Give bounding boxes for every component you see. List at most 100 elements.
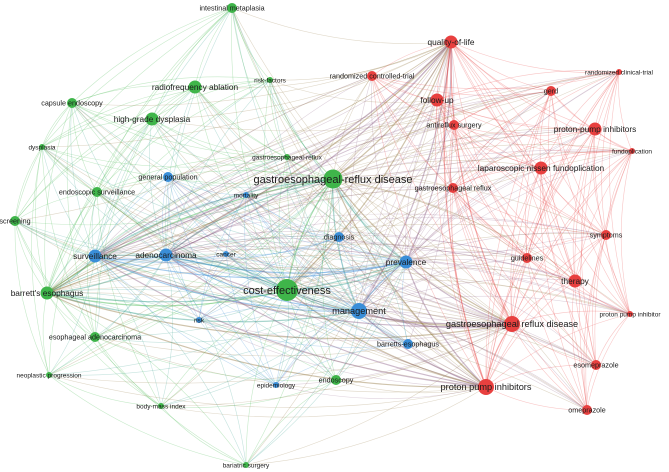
node-adenocarcinoma[interactable] xyxy=(159,248,173,262)
node-symptoms[interactable] xyxy=(601,230,611,240)
node-endoscopic-surveillance[interactable] xyxy=(92,187,102,197)
edge-general-population-barretts-esophagus xyxy=(46,176,169,294)
edge-esophageal-adenocarcinoma-gastroesophageal-reflux-disease xyxy=(94,178,334,338)
edge-risk-factors-high-grade-dysplasia xyxy=(151,79,271,120)
node-fundoplication[interactable] xyxy=(629,148,635,154)
node-cancer[interactable] xyxy=(223,251,229,257)
node-guidelines[interactable] xyxy=(522,253,532,263)
node-gastroesophageal-reflux-disease[interactable] xyxy=(323,169,343,189)
edge-gastroesophageal-reflux-green-surveillance xyxy=(94,156,288,257)
edge-radiofrequency-ablation-surveillance xyxy=(94,86,196,257)
node-gerd[interactable] xyxy=(546,86,556,96)
node-screening[interactable] xyxy=(10,216,20,226)
edge-screening-esophageal-adenocarcinoma xyxy=(14,220,96,338)
node-intestinal-metaplasia[interactable] xyxy=(227,3,237,13)
node-label-endoscopy: endoscopy xyxy=(319,376,354,385)
edge-prevalence-barretts-esophagus-blue xyxy=(401,261,409,345)
edge-intestinal-metaplasia-prevalence xyxy=(231,7,407,263)
edge-cancer-epidemiology xyxy=(225,253,277,386)
edge-radiofrequency-ablation-gastroesophageal-reflux-disease-red xyxy=(194,86,513,325)
node-label-risk-factors: risk-factors xyxy=(254,77,287,84)
node-management[interactable] xyxy=(351,303,367,319)
edge-guidelines-barretts-esophagus xyxy=(46,243,528,294)
node-mortality[interactable] xyxy=(243,192,249,198)
node-gastroesophageal-reflux-green[interactable] xyxy=(284,154,290,160)
edge-randomized-clinical-trial-gastroesophageal-reflux-disease-red xyxy=(511,71,620,325)
node-antireflux-surgery[interactable] xyxy=(449,120,459,130)
edge-endoscopic-surveillance-screening xyxy=(14,191,98,222)
node-surveillance[interactable] xyxy=(88,249,102,263)
node-esomeprazole[interactable] xyxy=(591,360,601,370)
node-esophageal-adenocarcinoma[interactable] xyxy=(90,332,100,342)
edge-gastroesophageal-reflux-red-adenocarcinoma xyxy=(165,187,454,256)
node-randomized-clinical-trial[interactable] xyxy=(616,69,622,75)
node-prevalence[interactable] xyxy=(399,255,413,269)
node-cost-effectiveness[interactable] xyxy=(276,279,298,301)
edge-cancer-prevalence xyxy=(225,253,407,270)
edge-prevalence-epidemiology xyxy=(275,261,407,386)
node-gastroesophageal-reflux-red[interactable] xyxy=(448,183,458,193)
node-high-grade-dysplasia[interactable] xyxy=(145,112,159,126)
edge-radiofrequency-ablation-proton-pump-inhibitors xyxy=(194,86,487,388)
node-body-mass-index[interactable] xyxy=(158,403,164,409)
edge-gerd-gastroesophageal-reflux-red xyxy=(452,90,552,189)
edge-proton-pump-inhibitors-top-gastroesophageal-reflux-disease-red xyxy=(511,128,596,325)
edge-barretts-esophagus-adenocarcinoma xyxy=(46,254,167,294)
node-endoscopy[interactable] xyxy=(331,375,341,385)
node-barretts-esophagus-blue[interactable] xyxy=(403,339,413,349)
edge-randomized-controlled-trial-cost-effectiveness xyxy=(286,75,373,291)
edge-barretts-esophagus-body-mass-index xyxy=(46,292,162,407)
node-laparoscopic-nissen-fundoplication[interactable] xyxy=(534,161,548,175)
node-proton-pump-inhibitors-top[interactable] xyxy=(588,122,602,136)
edge-randomized-controlled-trial-barretts-esophagus xyxy=(46,75,373,294)
node-risk[interactable] xyxy=(196,317,202,323)
node-epidemiology[interactable] xyxy=(273,382,279,388)
node-proton-pump-inhibitor[interactable] xyxy=(627,311,633,317)
node-radiofrequency-ablation[interactable] xyxy=(188,80,202,94)
node-therapy[interactable] xyxy=(568,274,582,288)
node-diagnosis[interactable] xyxy=(334,232,344,242)
edge-gastroesophageal-reflux-red-surveillance xyxy=(94,186,454,257)
node-label-epidemiology: epidemiology xyxy=(257,382,296,389)
node-follow-up[interactable] xyxy=(430,93,444,107)
edge-diagnosis-prevalence xyxy=(338,236,407,263)
edge-therapy-proton-pump-inhibitors xyxy=(485,280,576,388)
edge-cost-effectiveness-neoplastic-progression xyxy=(48,289,288,376)
edge-bariatric-surgery-gastroesophageal-reflux-disease xyxy=(245,178,334,466)
edge-diagnosis-risk xyxy=(198,236,340,321)
edge-cancer-proton-pump-inhibitors xyxy=(225,253,487,388)
edge-general-population-gastroesophageal-reflux-disease-red xyxy=(167,176,513,325)
edge-general-population-diagnosis xyxy=(167,176,340,238)
node-capsule-endoscopy[interactable] xyxy=(67,98,77,108)
node-general-population[interactable] xyxy=(163,172,173,182)
node-neoplastic-progression[interactable] xyxy=(46,372,52,378)
edge-high-grade-dysplasia-dysplasia xyxy=(41,118,153,148)
edge-laparoscopic-nissen-fundoplication-guidelines xyxy=(526,167,542,259)
edge-proton-pump-inhibitors-top-guidelines xyxy=(526,128,596,259)
node-quality-of-life[interactable] xyxy=(444,35,458,49)
edge-high-grade-dysplasia-adenocarcinoma xyxy=(149,118,167,256)
edge-randomized-controlled-trial-adenocarcinoma xyxy=(165,75,373,256)
node-bariatric-surgery[interactable] xyxy=(243,462,249,468)
edge-general-population-risk xyxy=(167,176,200,321)
node-risk-factors[interactable] xyxy=(267,77,273,83)
edge-mortality-cost-effectiveness xyxy=(245,194,288,291)
edge-follow-up-gastroesophageal-reflux-disease-red xyxy=(436,99,513,325)
edge-mortality-barretts-esophagus xyxy=(46,194,247,294)
node-gastroesophageal-reflux-disease-red[interactable] xyxy=(504,316,520,332)
edge-esophageal-adenocarcinoma-bariatric-surgery xyxy=(94,336,247,466)
node-proton-pump-inhibitors[interactable] xyxy=(478,379,494,395)
node-omeprazole[interactable] xyxy=(582,405,592,415)
edge-radiofrequency-ablation-prevalence xyxy=(194,86,407,263)
edge-quality-of-life-guidelines xyxy=(450,41,528,259)
node-barretts-esophagus[interactable] xyxy=(40,286,54,300)
edge-cancer-risk xyxy=(198,253,227,321)
node-randomized-controlled-trial[interactable] xyxy=(367,71,377,81)
edge-randomized-clinical-trial-barretts-esophagus xyxy=(46,71,620,294)
edge-barretts-esophagus-proton-pump-inhibitors xyxy=(46,292,487,388)
edge-therapy-gastroesophageal-reflux-disease xyxy=(332,178,576,282)
edge-gastroesophageal-reflux-red-esomeprazole xyxy=(452,187,597,366)
node-dysplasia[interactable] xyxy=(39,144,45,150)
edge-gastroesophageal-reflux-red-omeprazole xyxy=(452,187,588,411)
edge-intestinal-metaplasia-quality-of-life xyxy=(231,7,452,44)
